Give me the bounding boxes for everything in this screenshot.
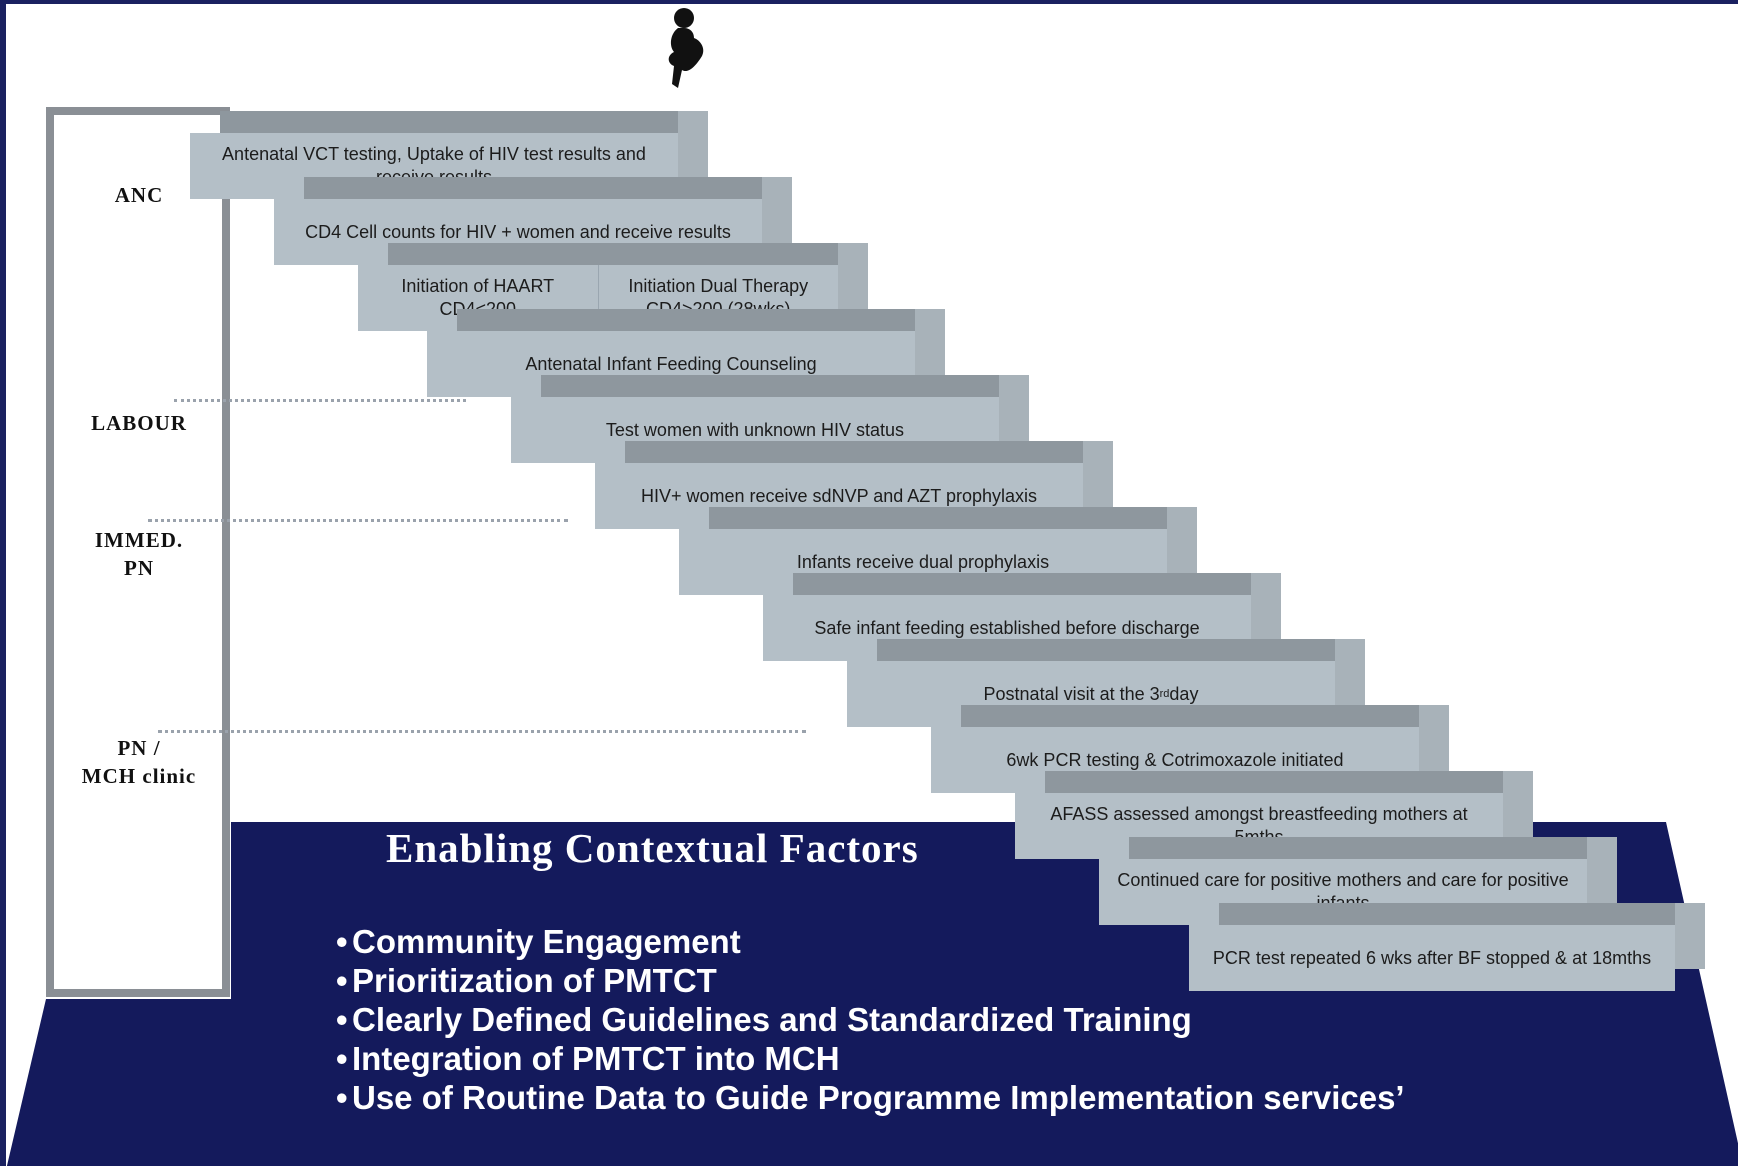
- factor-item: •Integration of PMTCT into MCH: [336, 1039, 1405, 1078]
- step-pcr-repeated: PCR test repeated 6 wks after BF stopped…: [1189, 903, 1705, 991]
- factor-text: Community Engagement: [352, 923, 741, 960]
- bullet: •: [336, 1001, 348, 1038]
- factor-text: Prioritization of PMTCT: [352, 962, 717, 999]
- factor-text: Clearly Defined Guidelines and Standardi…: [352, 1001, 1192, 1038]
- divider-labour-immed-pn: [148, 519, 568, 522]
- bullet: •: [336, 962, 348, 999]
- factor-item: •Use of Routine Data to Guide Programme …: [336, 1078, 1405, 1117]
- factor-text: Integration of PMTCT into MCH: [352, 1040, 840, 1077]
- enabling-factors-list: •Community Engagement •Prioritization of…: [336, 922, 1405, 1117]
- step-text: Postnatal visit at the 3: [983, 683, 1160, 704]
- factor-item: •Clearly Defined Guidelines and Standard…: [336, 1000, 1405, 1039]
- phase-label-pn-mch: PN / MCH clinic: [81, 736, 197, 788]
- bullet: •: [336, 923, 348, 960]
- step-continued-care: Continued care for positive mothers and …: [1099, 837, 1617, 925]
- phase-label-anc: ANC: [114, 183, 164, 207]
- step-text-superscript: rd: [1159, 687, 1170, 700]
- phase-label-labour: LABOUR: [91, 411, 187, 435]
- step-text-suffix: day: [1169, 683, 1199, 704]
- step-sdnvp-azt: HIV+ women receive sdNVP and AZT prophyl…: [595, 441, 1113, 529]
- step-label: PCR test repeated 6 wks after BF stopped…: [1189, 925, 1675, 991]
- bullet: •: [336, 1040, 348, 1077]
- enabling-factors-title: Enabling Contextual Factors: [386, 825, 919, 871]
- factor-text: Use of Routine Data to Guide Programme I…: [352, 1079, 1405, 1116]
- factor-item: •Prioritization of PMTCT: [336, 961, 1405, 1000]
- pregnant-woman-icon: [668, 8, 704, 88]
- divider-anc-labour: [174, 399, 466, 402]
- phase-label-immed-pn: IMMED. PN: [94, 528, 184, 580]
- divider-immed-pn-pn-mch: [158, 730, 806, 733]
- bullet: •: [336, 1079, 348, 1116]
- factor-item: •Community Engagement: [336, 922, 1405, 961]
- phase-frame: [46, 107, 230, 997]
